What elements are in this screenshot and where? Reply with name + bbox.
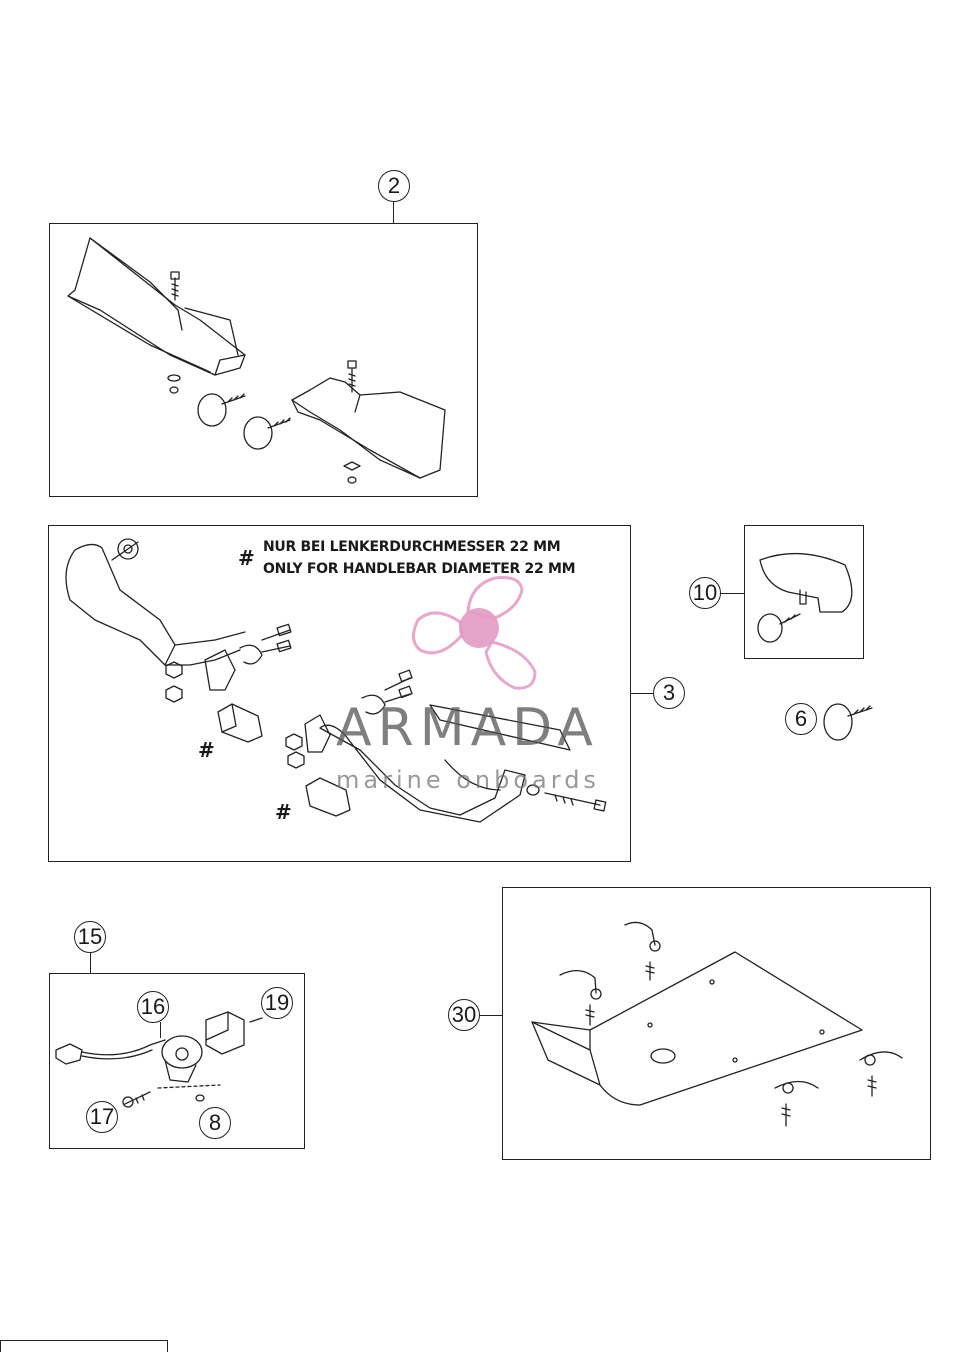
propeller-hub: [459, 608, 499, 648]
skid-brackets: [559, 921, 903, 1094]
skid-plate: [531, 951, 863, 1106]
cable-tie-6: [823, 703, 873, 741]
callout-3[interactable]: 3: [653, 677, 685, 709]
group-10-frame: [744, 525, 864, 659]
callout-8[interactable]: 8: [199, 1107, 231, 1139]
hash-mark-left-spacer: #: [198, 738, 215, 762]
right-nuts: [285, 733, 305, 769]
watermark-subtitle: marine onboards: [336, 766, 600, 794]
leader-10: [721, 593, 744, 595]
watermark-title: ARMADA: [336, 698, 599, 758]
group-30-frame: [502, 887, 931, 1160]
group-15-frame: [49, 973, 305, 1149]
screw-17: [122, 1091, 151, 1108]
hash-mark-right-spacer: #: [275, 800, 292, 824]
switch-button-19: [205, 1011, 263, 1055]
switch-housing-16: [161, 1035, 203, 1083]
document-code: [0, 1340, 168, 1352]
callout-19[interactable]: 19: [261, 987, 293, 1019]
callout-10[interactable]: 10: [689, 577, 721, 609]
cable-ties-pair: [197, 393, 291, 450]
callout-16[interactable]: 16: [137, 991, 169, 1023]
handguard-cover: [759, 552, 853, 613]
left-handguard-shell: [67, 237, 246, 376]
right-spacer: [305, 777, 351, 817]
group-3-frame: [48, 525, 631, 862]
left-clamp-bolts: [261, 623, 292, 653]
right-clamp-bolts: [384, 669, 413, 703]
callout-30[interactable]: 30: [448, 999, 480, 1031]
left-handguard-bolt: [170, 271, 180, 301]
left-nuts: [165, 661, 183, 703]
group-2-frame: [49, 223, 478, 497]
leader-2: [393, 201, 395, 223]
propeller-blade-top: [466, 576, 524, 620]
long-bolt: [526, 784, 607, 812]
washer-8: [195, 1094, 205, 1102]
left-clamp: [204, 644, 263, 691]
left-spacer: [217, 703, 263, 743]
right-clamp: [304, 694, 386, 753]
cover-cable-tie: [757, 613, 801, 643]
note-line-english: ONLY FOR HANDLEBAR DIAMETER 22 MM: [263, 561, 576, 577]
callout-17[interactable]: 17: [86, 1101, 118, 1133]
right-handguard-bolt: [347, 360, 357, 393]
switch-connector: [55, 1039, 166, 1065]
leader-16: [160, 1022, 162, 1038]
callout-2[interactable]: 2: [378, 170, 410, 202]
right-guard-bar: [319, 704, 571, 823]
callout-15[interactable]: 15: [74, 921, 106, 953]
propeller-blade-right: [484, 640, 537, 690]
note-symbol: #: [238, 546, 255, 570]
leader-30: [480, 1015, 502, 1017]
propeller-blade-left: [412, 611, 464, 655]
left-washer-nut: [167, 374, 181, 394]
leader-15: [90, 953, 92, 973]
note-line-german: NUR BEI LENKERDURCHMESSER 22 MM: [263, 539, 561, 555]
leader-3: [631, 693, 653, 695]
right-washer-nut: [343, 461, 361, 484]
right-handguard-shell: [291, 377, 446, 479]
callout-6[interactable]: 6: [785, 703, 817, 735]
skid-bolts: [585, 961, 877, 1127]
